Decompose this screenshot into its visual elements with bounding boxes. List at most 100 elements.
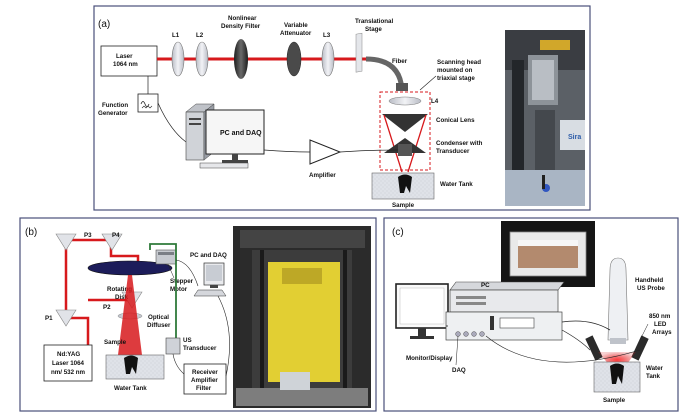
diffuser-label-2: Diffuser	[147, 322, 171, 329]
tooth-sample-c	[610, 363, 624, 384]
us-transducer	[165, 337, 181, 355]
beam-right	[407, 114, 427, 173]
sample-label-a: Sample	[392, 202, 415, 209]
stepper-label-2: Motor	[170, 286, 188, 293]
pc-led-cable	[561, 329, 591, 351]
stage-label-1: Translational	[355, 18, 393, 25]
tooth-sample-a	[398, 174, 412, 193]
panel-c-label: (c)	[392, 227, 404, 238]
monitor-display	[395, 283, 449, 339]
fiber-connector	[396, 83, 408, 91]
laser-label-2: 1064 nm	[113, 61, 138, 68]
daq-label: DAQ	[452, 367, 466, 374]
led-label-2: LED	[654, 321, 667, 328]
monitor-label: Monitor/Display	[406, 355, 453, 362]
P4-label: P4	[112, 232, 120, 239]
panel-a-label: (a)	[98, 19, 110, 30]
conical-label: Conical Lens	[436, 117, 475, 124]
L4-label: L4	[431, 98, 439, 105]
condenser-label-1: Condenser with	[436, 140, 483, 147]
condenser-label-2: Transducer	[436, 148, 470, 155]
beam-left	[383, 114, 403, 173]
fg-pc-cable	[157, 102, 187, 143]
receiver-label-1: Receiver	[192, 369, 218, 376]
rotating-label-2: Disk	[115, 294, 129, 301]
nonlinear-label-2: Density Filter	[221, 23, 261, 30]
beam-cone	[118, 275, 142, 355]
support-frame	[149, 243, 177, 352]
receiver-pc-cable	[217, 295, 230, 377]
receiver-label-2: Amplifier	[191, 377, 218, 384]
panel-b-label: (b)	[25, 227, 37, 238]
function-generator	[137, 93, 159, 113]
photo-brand-text: Sira	[568, 134, 581, 141]
rotating-label-1: Rotating	[107, 286, 132, 293]
scan-leader	[419, 75, 437, 91]
led-array-left	[585, 335, 603, 361]
nonlinear-density-filter	[234, 39, 248, 79]
water-tank-label-b: Water Tank	[114, 385, 147, 392]
water-tank-c-label-1: Water	[646, 365, 664, 372]
lens-L2	[195, 41, 209, 77]
sample-label-c: Sample	[603, 397, 626, 404]
us-label-1: US	[183, 337, 192, 344]
function-gen-label-1: Function	[102, 102, 128, 109]
water-tank-label-a: Water Tank	[440, 181, 473, 188]
translational-stage	[355, 32, 363, 73]
lens-L4	[388, 96, 422, 106]
pc-daq-b	[193, 262, 227, 297]
scan-label-3: triaxial stage	[437, 75, 475, 82]
led-array-right	[631, 335, 649, 361]
prism-P1	[55, 309, 77, 327]
laser-b-label-1: Nd:YAG	[57, 351, 80, 358]
probe-label-1: Handheld	[635, 277, 663, 284]
panel-b: (b) P1 P2 P3 P4 Rotating Disk	[19, 217, 377, 412]
laser-b-label-2: Laser 1064	[52, 360, 85, 367]
water-tank-c-label-2: Tank	[646, 373, 661, 380]
panel-c-inset	[501, 221, 595, 287]
amplifier-label: Amplifier	[309, 172, 336, 179]
P1-label: P1	[45, 315, 53, 322]
pc-c	[445, 281, 565, 341]
scanning-head-box	[379, 91, 431, 171]
pc-probe-cable	[561, 320, 611, 331]
panel-b-photo	[233, 226, 371, 408]
P2-label: P2	[103, 304, 111, 311]
stage-label-2: Stage	[365, 26, 382, 33]
fiber-label: Fiber	[392, 58, 408, 65]
pc-label-c: PC	[481, 282, 490, 289]
daq-led-cable	[485, 335, 641, 363]
nonlinear-label-1: Nonlinear	[228, 15, 257, 22]
pc-daq-a	[185, 103, 265, 169]
L2-label: L2	[196, 32, 204, 39]
stepper-label-1: Stepper	[170, 278, 194, 285]
attenuator-label-2: Attenuator	[280, 30, 312, 37]
laser-beam-b	[64, 238, 140, 345]
lens-L1	[171, 41, 185, 77]
prism-P4	[101, 233, 123, 251]
us-label-2: Transducer	[183, 345, 217, 352]
prism-P3	[55, 233, 77, 251]
laser-box-b	[43, 344, 93, 382]
panel-c: (c) Monitor/Display	[383, 217, 679, 412]
led-label-1: 850 nm	[649, 313, 671, 320]
diffuser-label-1: Optical	[148, 314, 169, 321]
attenuator-label-1: Variable	[284, 22, 308, 29]
L3-label: L3	[323, 32, 331, 39]
laser-box	[100, 45, 158, 77]
receiver-box	[183, 363, 227, 395]
lens-L3	[321, 41, 335, 77]
L1-label: L1	[172, 32, 180, 39]
transducer	[398, 144, 412, 156]
panel-a-photo: Sira	[505, 30, 585, 206]
pc-daq-label-a: PC and DAQ	[220, 130, 262, 137]
scan-label-2: mounted on	[437, 67, 473, 74]
handheld-us-probe	[607, 257, 629, 341]
P3-label: P3	[84, 232, 92, 239]
scan-label-1: Scanning head	[437, 59, 481, 66]
amp-transducer-cable	[339, 149, 399, 153]
function-gen-label-2: Generator	[98, 110, 128, 117]
laser-label-1: Laser	[116, 53, 133, 60]
led-label-3: Arrays	[652, 329, 672, 336]
